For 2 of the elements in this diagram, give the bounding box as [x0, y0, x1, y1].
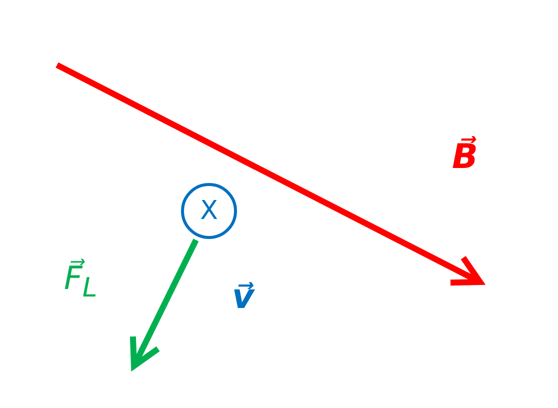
into-page-symbol: X: [181, 183, 237, 239]
vector-label: v⃗: [232, 280, 254, 314]
